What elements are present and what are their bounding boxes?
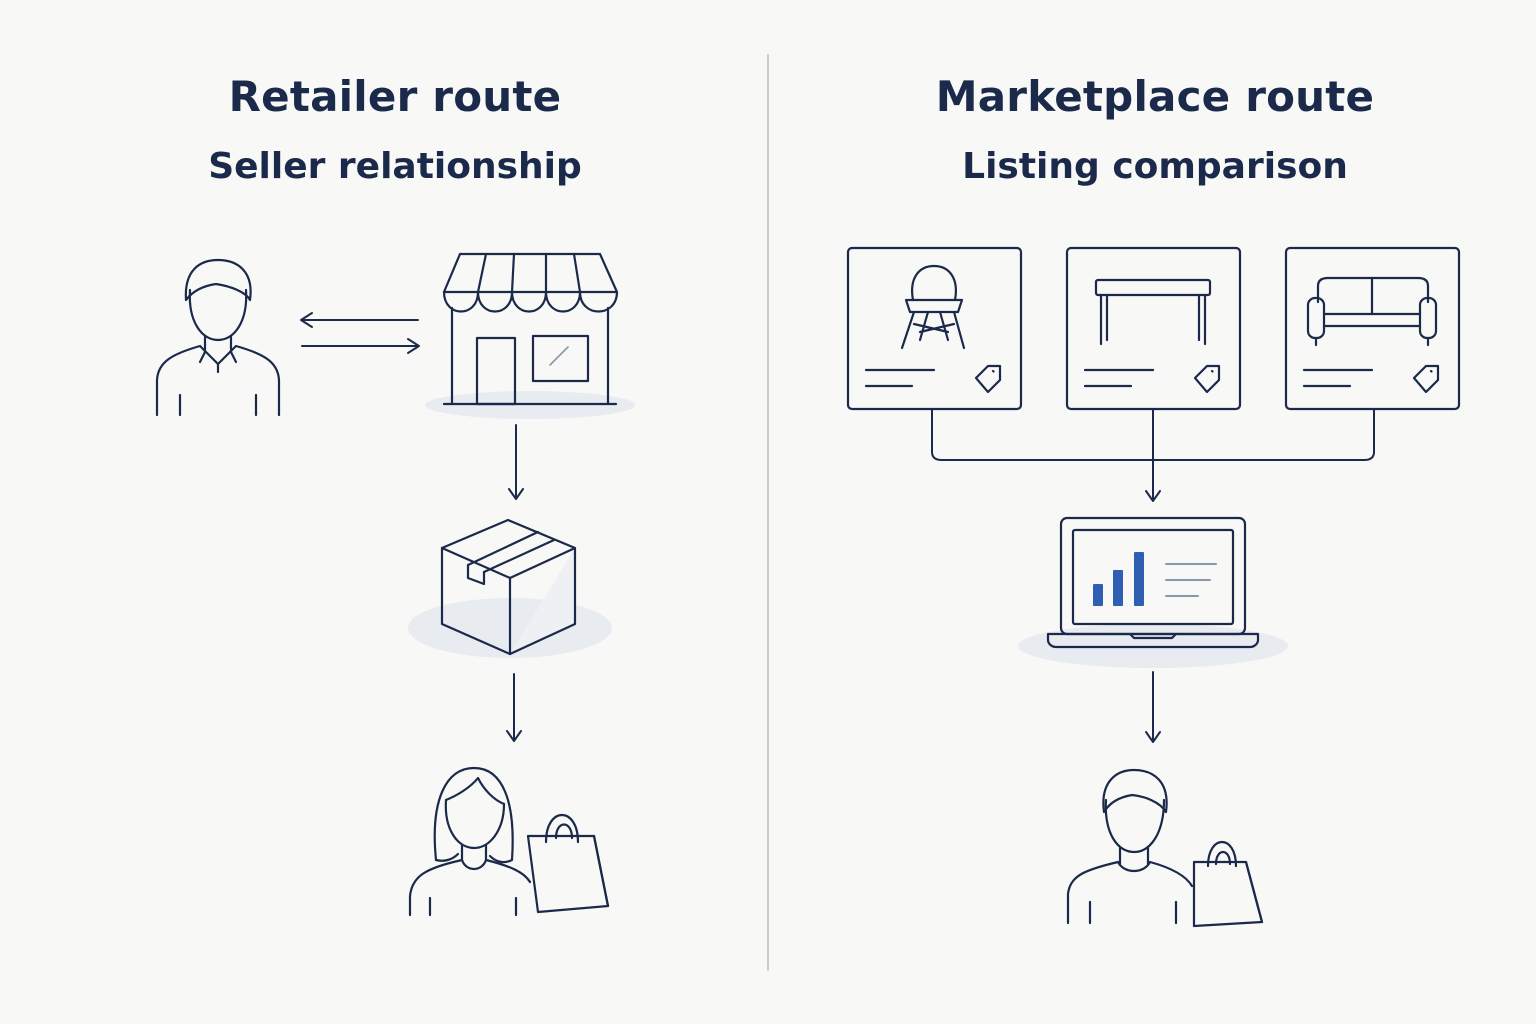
sofa-icon [1306,276,1438,347]
marketplace-route-subtitle: Listing comparison [962,146,1348,187]
listing-card-table [1065,246,1242,411]
bar-chart-icon [1093,552,1144,606]
shopping-bag-icon [1192,840,1264,928]
price-tag-icon [974,364,1002,394]
shopper-man-icon [1066,768,1194,925]
exchange-arrows [300,312,420,354]
listing-card-sofa [1284,246,1461,411]
buyer-icon [155,258,281,417]
listing-card-chair [846,246,1023,411]
price-tag-icon [1412,364,1440,394]
marketplace-route-title: Marketplace route [935,72,1375,121]
flow-arrow-package-to-shopper [506,673,522,742]
package-icon [440,518,577,656]
chair-icon [900,264,966,350]
table-icon [1094,278,1212,346]
retailer-route-title: Retailer route [228,72,562,121]
shopper-woman-icon [408,766,532,917]
flow-arrow-store-to-package [508,424,524,500]
laptop-comparison-icon [1046,516,1260,649]
flow-arrow-laptop-to-shopper [1145,671,1161,743]
retailer-route-subtitle: Seller relationship [208,146,582,187]
storefront-icon [442,252,619,406]
listing-connectors [931,409,1375,502]
price-tag-icon [1193,364,1221,394]
shopping-bag-icon [526,814,610,914]
